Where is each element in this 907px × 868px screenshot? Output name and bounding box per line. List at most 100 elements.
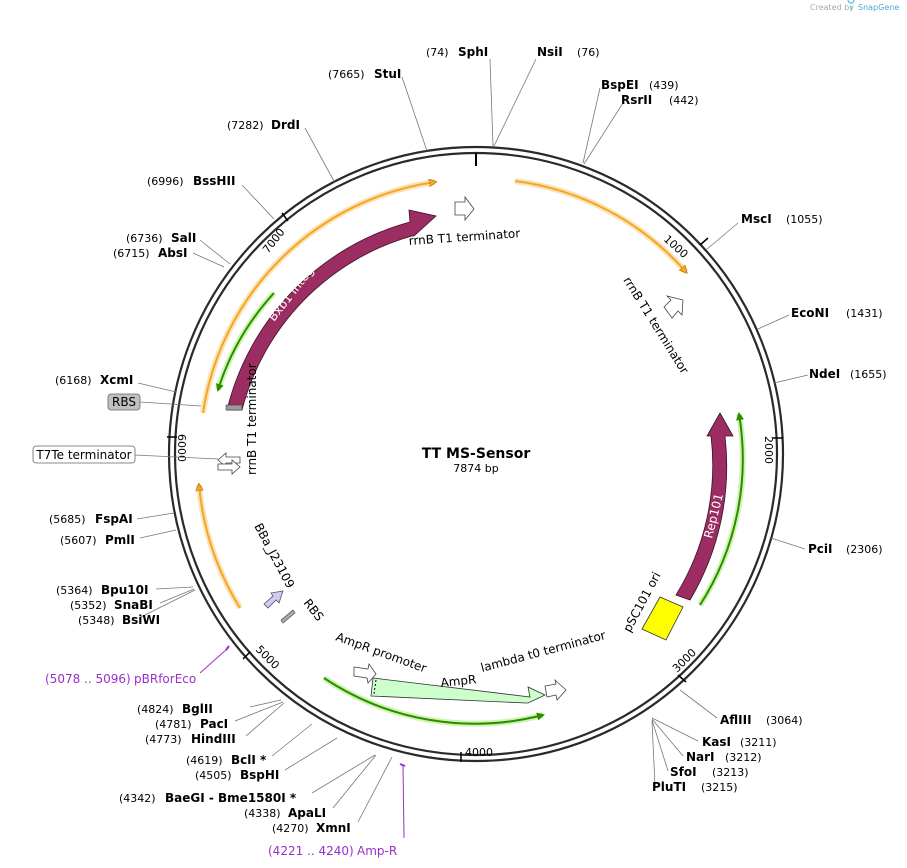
- bxb1-integrase-feature[interactable]: [226, 209, 437, 411]
- bxb1-integrase-label: Bxb1 Integrase: [265, 243, 332, 323]
- psc101-ori-feature[interactable]: [641, 596, 684, 641]
- plasmid-length: 7874 bp: [453, 462, 498, 475]
- site-stui-pos: (7665): [328, 68, 365, 81]
- site-afliii[interactable]: AflIII: [720, 713, 752, 727]
- site-absi[interactable]: AbsI: [158, 246, 187, 260]
- rbs-inner-feature[interactable]: [280, 609, 296, 624]
- site-bsphi-pos: (4505): [195, 769, 232, 782]
- site-stui[interactable]: StuI: [374, 67, 401, 81]
- tick-label-4000: 4000: [465, 746, 493, 759]
- site-bspei[interactable]: BspEI: [601, 78, 639, 92]
- site-snabi[interactable]: SnaBI: [114, 598, 153, 612]
- site-bsshii[interactable]: BssHII: [193, 174, 235, 188]
- site-bcli[interactable]: BclI *: [231, 753, 267, 767]
- primer-pbrforeco-range: (5078 .. 5096): [45, 672, 131, 686]
- site-econi-pos: (1431): [846, 307, 883, 320]
- site-sfoi-pos: (3213): [712, 766, 749, 779]
- site-xcmi-pos: (6168): [55, 374, 92, 387]
- site-paci[interactable]: PacI: [200, 717, 228, 731]
- site-apali-pos: (4338): [244, 807, 281, 820]
- ampr-promoter-feature[interactable]: [353, 663, 377, 684]
- site-hindiii[interactable]: HindIII: [191, 732, 236, 746]
- ampr-label: AmpR: [440, 672, 477, 690]
- site-xcmi[interactable]: XcmI: [100, 373, 133, 387]
- site-bglii[interactable]: BglII: [182, 702, 213, 716]
- ampr-green-arc: [323, 677, 545, 725]
- site-ndei[interactable]: NdeI: [809, 367, 840, 381]
- primer-pbrforeco[interactable]: (5078 .. 5096) pBRforEco: [45, 645, 230, 686]
- site-fspai[interactable]: FspAI: [95, 512, 133, 526]
- site-apali[interactable]: ApaLI: [288, 806, 326, 820]
- rrnb-arc-left: [199, 485, 241, 609]
- bxb1-stop-marker: [225, 404, 243, 411]
- site-rsrii[interactable]: RsrII: [621, 93, 652, 107]
- site-msci[interactable]: MscI: [741, 212, 772, 226]
- site-afliii-pos: (3064): [766, 714, 803, 727]
- rbs-inner-label: RBS: [301, 596, 327, 624]
- site-pluti[interactable]: PluTI: [652, 780, 686, 794]
- site-pmli[interactable]: PmlI: [105, 533, 135, 547]
- bba-j23109-feature[interactable]: [263, 590, 284, 609]
- t7te-box[interactable]: [32, 445, 136, 464]
- site-bcli-pos: (4619): [186, 754, 223, 767]
- primer-ampr-range: (4221 .. 4240): [268, 844, 354, 858]
- rrnb-top-feature[interactable]: [454, 195, 475, 222]
- site-nari-pos: (3212): [725, 751, 762, 764]
- tick-label-5000: 5000: [253, 643, 282, 672]
- rrnb-arc-top-right-glow: [514, 178, 689, 274]
- site-pluti-pos: (3215): [701, 781, 738, 794]
- site-nari[interactable]: NarI: [686, 750, 715, 764]
- site-drdi[interactable]: DrdI: [271, 118, 300, 132]
- rrnb-right-feature[interactable]: [663, 295, 684, 319]
- primer-ampr-leader: [402, 764, 405, 839]
- primer-pbrforeco-leader: [199, 648, 228, 674]
- site-pcii-pos: (2306): [846, 543, 883, 556]
- bba-j23109-label: BBa_J23109: [251, 521, 297, 591]
- site-sfoi[interactable]: SfoI: [670, 765, 697, 779]
- site-baegi-bme1580i[interactable]: BaeGI - Bme1580I *: [165, 791, 297, 805]
- site-baegi-pos: (4342): [119, 792, 156, 805]
- primer-ampr-label: Amp-R: [357, 844, 397, 858]
- site-sphi[interactable]: SphI: [458, 45, 488, 59]
- site-pcii[interactable]: PciI: [808, 542, 833, 556]
- watermark-brand: SnapGene: [858, 3, 899, 12]
- backbone-outer: [167, 145, 785, 763]
- site-snabi-pos: (5352): [70, 599, 107, 612]
- site-bsiwi[interactable]: BsiWI: [122, 613, 160, 627]
- tick-label-6000: 6000: [175, 434, 188, 462]
- rep101-feature[interactable]: [675, 412, 734, 601]
- t7te-terminator-feature[interactable]: [217, 459, 241, 475]
- rrnb-arc-top-left: [202, 182, 435, 414]
- bxb1-green-arc: [215, 292, 275, 392]
- rrnb-left-label: rrnB T1 terminator: [245, 363, 259, 475]
- lambda-terminator-feature[interactable]: [544, 678, 567, 701]
- site-sphi-pos: (74): [426, 46, 449, 59]
- site-bsphi[interactable]: BspHI: [240, 768, 279, 782]
- primer-pbrforeco-label: pBRforEco: [134, 672, 196, 686]
- site-paci-pos: (4781): [155, 718, 192, 731]
- primer-ampr[interactable]: (4221 .. 4240) Amp-R: [268, 763, 406, 858]
- lambda-terminator-label: lambda t0 terminator: [479, 628, 607, 675]
- green-arcs: [215, 290, 746, 727]
- site-sali-pos: (6736): [126, 232, 163, 245]
- site-econi[interactable]: EcoNI: [791, 306, 829, 320]
- rrnb-top-label: rrnB T1 terminator: [408, 226, 520, 248]
- site-bglii-pos: (4824): [137, 703, 174, 716]
- site-bpu10i[interactable]: Bpu10I: [101, 583, 148, 597]
- t7te-box-leader: [134, 454, 219, 460]
- site-bsshii-pos: (6996): [147, 175, 184, 188]
- rep101-green-arc: [699, 412, 744, 606]
- snapgene-logo-icon: [847, 0, 855, 10]
- site-xmni[interactable]: XmnI: [316, 821, 351, 835]
- ampr-feature[interactable]: [370, 677, 546, 704]
- rrnb-right-label: rrnB T1 terminator: [620, 274, 691, 376]
- site-msci-pos: (1055): [786, 213, 823, 226]
- site-hindiii-pos: (4773): [145, 733, 182, 746]
- site-kasi[interactable]: KasI: [702, 735, 731, 749]
- site-nsii[interactable]: NsiI: [537, 45, 563, 59]
- site-rsrii-pos: (442): [669, 94, 699, 107]
- rrnb-left-feature[interactable]: [217, 452, 241, 468]
- site-ndei-pos: (1655): [850, 368, 887, 381]
- site-sali[interactable]: SalI: [171, 231, 196, 245]
